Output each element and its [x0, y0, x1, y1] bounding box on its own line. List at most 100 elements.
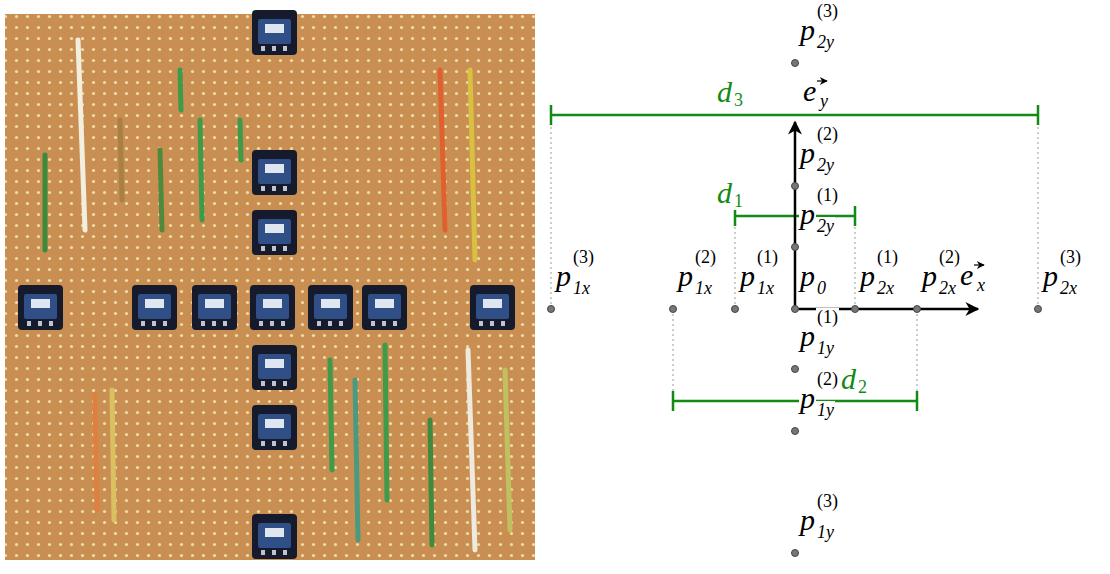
- point-subscript: 2y: [816, 156, 835, 174]
- guide-line: [917, 309, 918, 401]
- dimension-subscript: 1: [733, 192, 744, 210]
- point-superscript: (3): [816, 492, 839, 510]
- point-subscript: 2x: [876, 279, 895, 297]
- point-dot: [792, 428, 799, 435]
- modules: [18, 10, 515, 559]
- guide-lines: [551, 115, 1038, 401]
- vector-label: e: [959, 260, 974, 290]
- point-label: p: [921, 261, 938, 291]
- point-dot: [792, 183, 799, 190]
- point-superscript: (1): [816, 308, 839, 326]
- wires: [45, 40, 510, 550]
- point-superscript: (2): [816, 370, 839, 388]
- vector-subscript: x: [976, 276, 986, 294]
- module: [132, 285, 177, 330]
- point-superscript: (1): [876, 248, 899, 266]
- module: [252, 10, 297, 55]
- point-superscript: (2): [938, 248, 961, 266]
- point-dot: [792, 306, 799, 313]
- point-superscript: (2): [816, 125, 839, 143]
- axes: [795, 122, 978, 309]
- point-dot: [792, 244, 799, 251]
- module: [252, 514, 297, 559]
- perfboard: [5, 14, 535, 560]
- point-superscript: (1): [816, 186, 839, 204]
- axis-arrow: [794, 122, 797, 309]
- vector-subscript: y: [819, 92, 829, 110]
- point-subscript: 0: [816, 279, 827, 297]
- module: [252, 405, 297, 450]
- wire: [440, 70, 445, 230]
- guide-line: [673, 309, 674, 401]
- point-label: p: [677, 261, 694, 291]
- dimension-bars: [551, 105, 1038, 411]
- point-dot: [732, 306, 739, 313]
- point-superscript: (1): [756, 248, 779, 266]
- point-subscript: 1y: [816, 339, 835, 357]
- point-label: p: [799, 199, 816, 229]
- wire: [160, 150, 162, 230]
- point-superscript: (3): [572, 248, 595, 266]
- dimension-label: d: [840, 364, 857, 394]
- point-subscript: 2x: [1059, 279, 1078, 297]
- module: [250, 285, 295, 330]
- wire: [385, 345, 387, 500]
- wire: [112, 390, 114, 520]
- point-label: p: [799, 505, 816, 535]
- point-subscript: 2y: [816, 217, 835, 235]
- point-label: p: [799, 383, 816, 413]
- wire: [505, 370, 510, 530]
- wire: [95, 395, 97, 510]
- dimension-subscript: 2: [857, 378, 868, 396]
- point-label: p: [1042, 261, 1059, 291]
- point-subscript: 1x: [572, 279, 591, 297]
- dimension-label: d: [716, 178, 733, 208]
- dimension-label: d: [716, 77, 733, 107]
- perfboard-photo: [5, 10, 535, 560]
- point-label: p: [799, 261, 816, 291]
- dimension-bar: [673, 391, 917, 411]
- wire: [43, 155, 48, 250]
- point-dot: [792, 60, 799, 67]
- vector-arrows: [804, 81, 984, 265]
- point-subscript: 1y: [816, 401, 835, 419]
- module: [252, 210, 297, 255]
- module: [252, 345, 297, 390]
- point-subscript: 2x: [938, 279, 957, 297]
- point-label: p: [799, 15, 816, 45]
- point-superscript: (3): [1059, 248, 1082, 266]
- point-subscript: 1y: [816, 523, 835, 541]
- point-label: p: [739, 261, 756, 291]
- wire: [200, 120, 202, 220]
- point-label: p: [859, 261, 876, 291]
- point-dot: [1035, 306, 1042, 313]
- point-subscript: 1x: [756, 279, 775, 297]
- point-superscript: (2): [694, 248, 717, 266]
- point-subscript: 1x: [694, 279, 713, 297]
- wire: [470, 70, 475, 260]
- dimension-subscript: 3: [733, 91, 744, 109]
- point-label: p: [799, 138, 816, 168]
- wire: [355, 380, 358, 540]
- guide-line: [855, 216, 856, 309]
- module: [308, 285, 353, 330]
- module: [18, 285, 63, 330]
- point-dot: [792, 366, 799, 373]
- points: [548, 60, 1042, 557]
- point-dot: [852, 306, 859, 313]
- wire: [468, 350, 475, 550]
- point-dot: [670, 306, 677, 313]
- wire: [180, 70, 181, 110]
- point-dot: [914, 306, 921, 313]
- point-superscript: (3): [816, 2, 839, 20]
- wire: [330, 360, 332, 470]
- wire: [240, 120, 241, 160]
- module: [192, 285, 237, 330]
- wire: [78, 40, 85, 230]
- guide-line: [551, 115, 552, 309]
- guide-line: [735, 216, 736, 309]
- point-dot: [792, 550, 799, 557]
- wire: [430, 420, 432, 545]
